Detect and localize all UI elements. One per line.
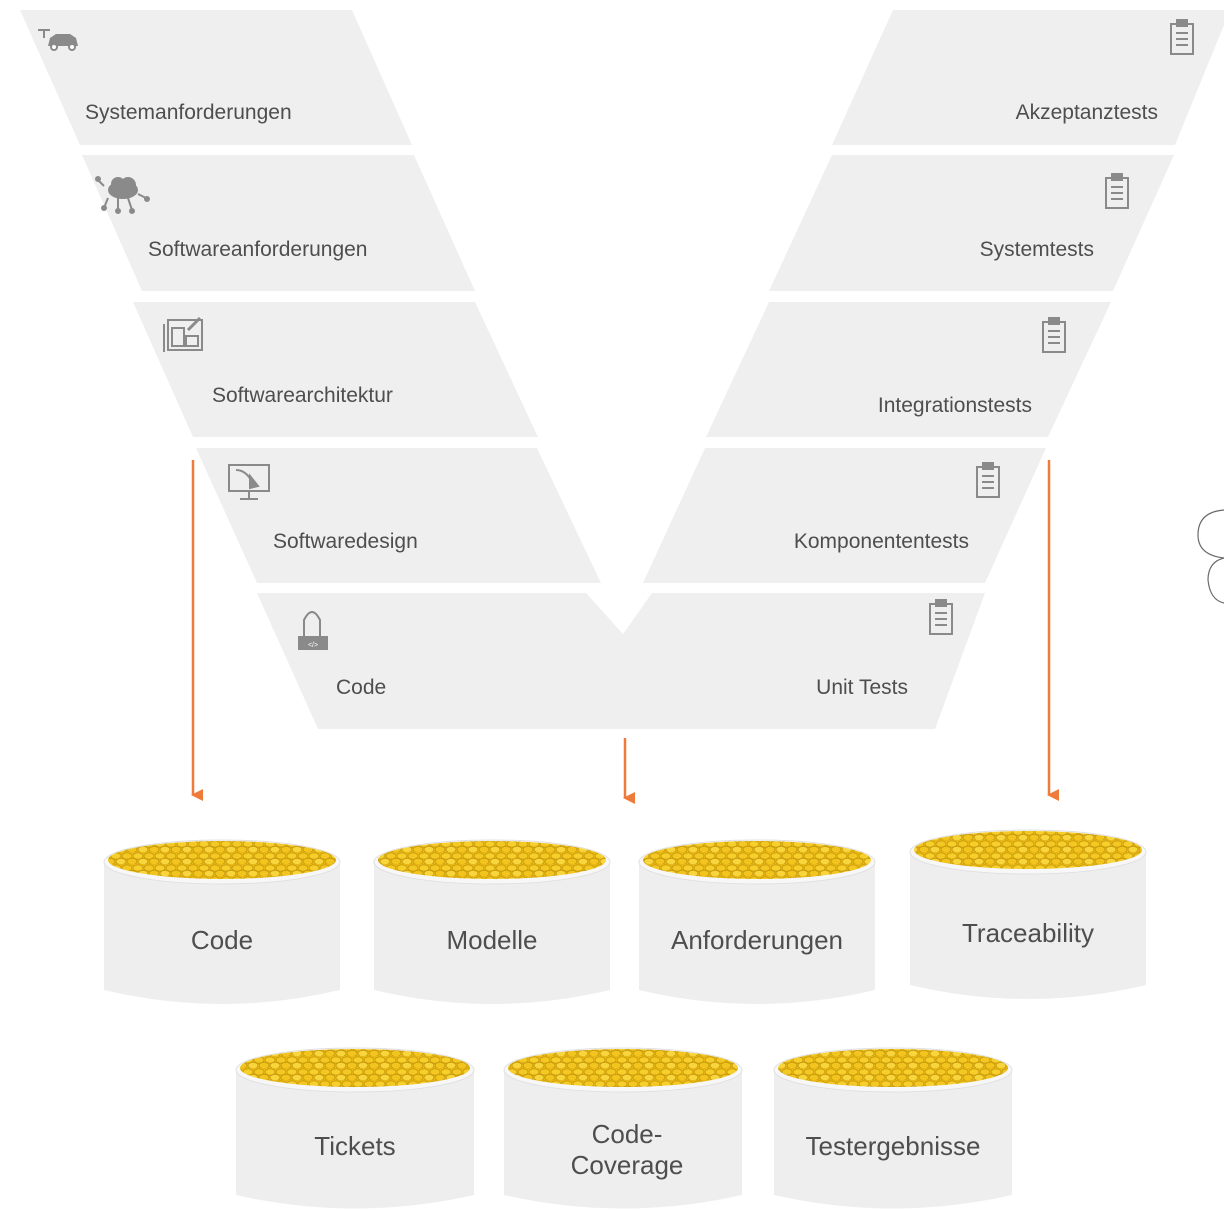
phase-label-unit-tests: Unit Tests [816,676,908,699]
phase-label-code: Code [336,676,386,699]
tank-label-traceability: Traceability [962,918,1094,948]
tank-label-tickets: Tickets [314,1131,395,1161]
clipboard-icon [929,599,953,635]
tank-tickets: Tickets [235,1047,475,1209]
clipboard-icon [1105,173,1129,209]
bottom-phase: </> Code Unit Tests [257,593,985,729]
left-phase-4: Softwaredesign [196,448,601,583]
tank-modelle: Modelle [373,839,611,1004]
phase-label-akzeptanztests: Akzeptanztests [1016,101,1158,124]
phase-label-systemtests: Systemtests [980,238,1094,261]
left-phase-3: Softwarearchitektur [133,302,538,437]
tank-code-coverage: Code- Coverage [503,1047,743,1209]
right-phase-2: Systemtests [769,155,1174,291]
phase-label-komponententests: Komponententests [794,530,969,553]
tank-label-testergebnisse: Testergebnisse [806,1131,981,1161]
phase-label-softwaredesign: Softwaredesign [273,530,418,553]
tank-traceability: Traceability [909,829,1147,999]
left-phase-1: Systemanforderungen [20,10,412,145]
right-phase-4: Komponententests [643,448,1046,583]
tank-label-anforderungen: Anforderungen [671,925,843,955]
clipboard-icon [1170,19,1194,55]
tank-label-code: Code [191,925,253,955]
blueprint-icon [163,316,203,352]
phase-label-softwareanforderungen: Softwareanforderungen [148,238,368,261]
clipboard-icon [1042,317,1066,353]
left-phase-2: Softwareanforderungen [82,155,475,291]
tank-label-code-coverage-line1: Code- [592,1119,663,1149]
phase-label-softwarearchitektur: Softwarearchitektur [212,384,393,407]
car-icon [38,29,78,51]
tank-label-modelle: Modelle [446,925,537,955]
edge-decoration [1197,509,1224,604]
tank-anforderungen: Anforderungen [638,839,876,1004]
right-phase-3: Integrationstests [706,302,1111,437]
tank-testergebnisse: Testergebnisse [773,1047,1013,1209]
cloud-network-icon [95,176,150,214]
tank-code: Code [103,839,341,1004]
phase-label-integrationstests: Integrationstests [878,394,1032,417]
right-phase-1: Akzeptanztests [832,10,1224,145]
svg-text:</>: </> [308,642,318,649]
tank-label-code-coverage-line2: Coverage [571,1150,684,1180]
phase-label-systemanforderungen: Systemanforderungen [85,101,292,124]
clipboard-icon [976,462,1000,498]
monitor-design-icon [228,464,270,500]
developer-icon: </> [298,611,328,650]
